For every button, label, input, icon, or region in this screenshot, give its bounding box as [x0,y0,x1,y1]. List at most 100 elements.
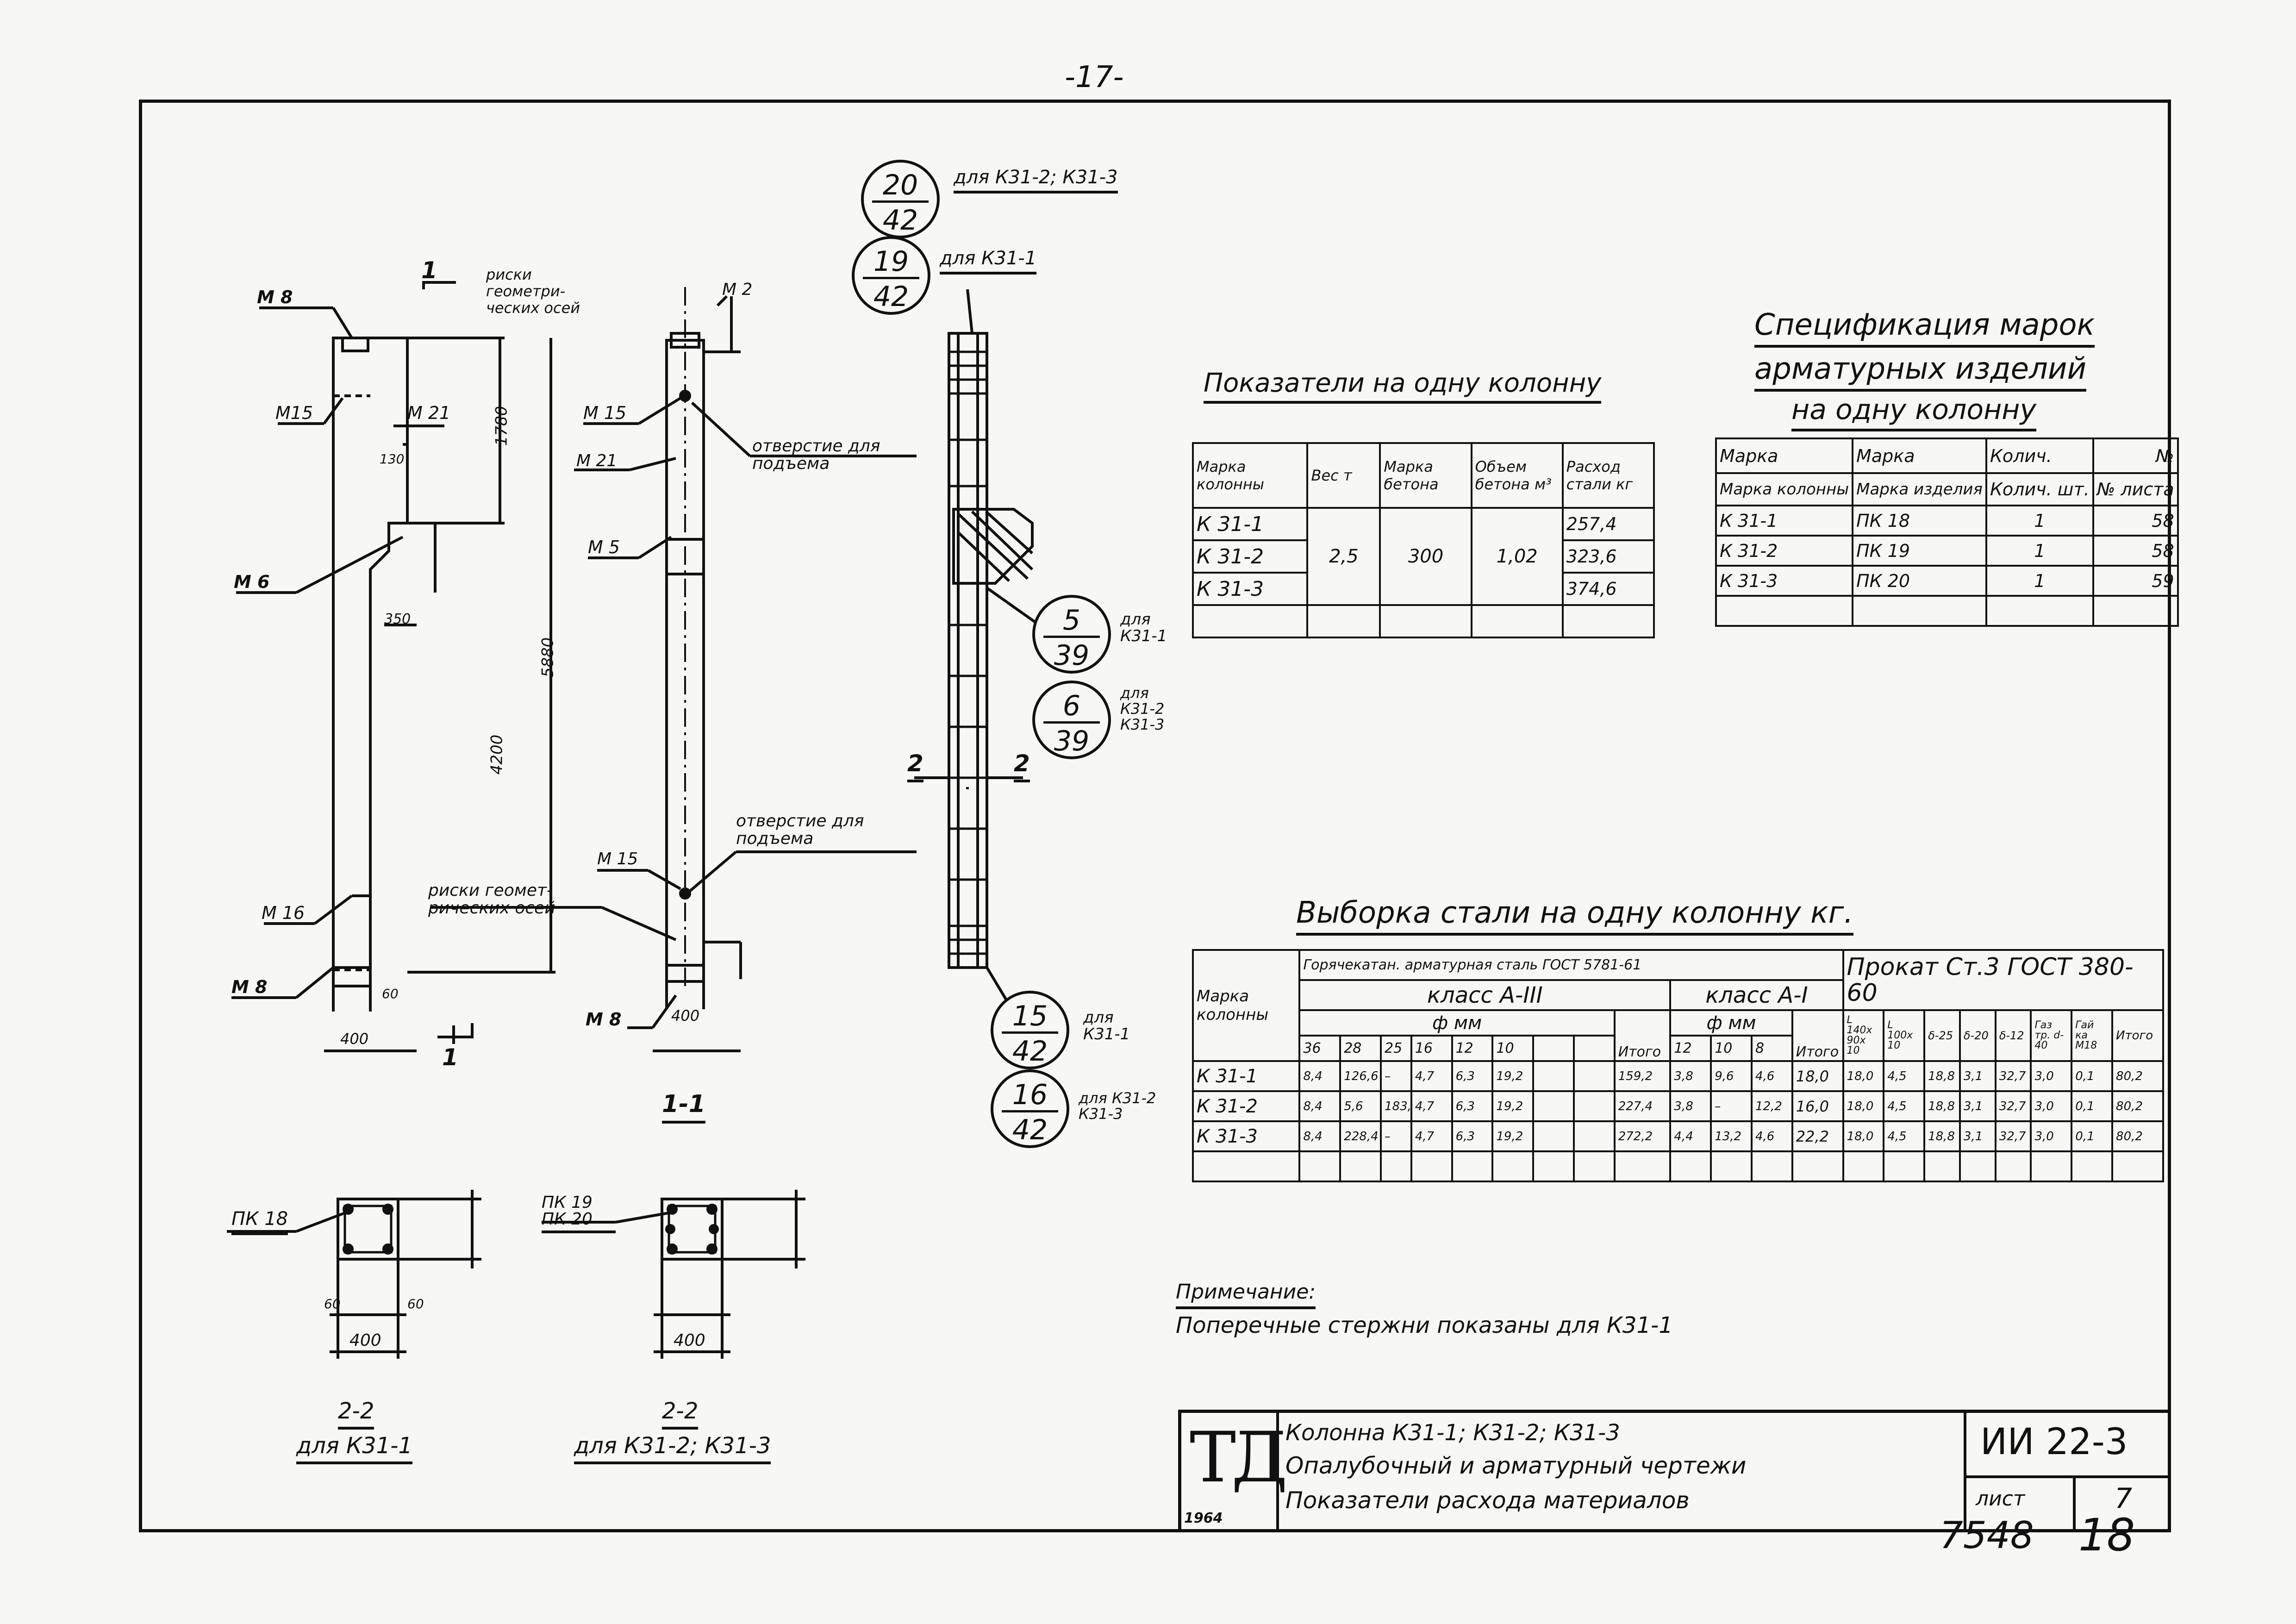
steel-header-a1: класс А-I [1669,979,1844,1011]
label-hole-top: отверстие для подъема [752,437,880,473]
stamp-sheet-no: 7 [2115,1482,2133,1515]
label-m21: М 21 [407,403,451,423]
steel-cell: 32,7 [1994,1090,2032,1122]
steel-cell: 18,0 [1842,1120,1885,1152]
steel-cell: 18,0 [1842,1090,1885,1122]
steel-cell: 183,2 [1379,1090,1412,1122]
sheet-page-number: 18 [2078,1509,2135,1561]
table-row: К 31-3 ПК 20 1 59 [1715,565,2179,597]
stamp-line-2: Опалубочный и арматурный чертежи [1285,1452,1747,1479]
ind-header-volume: Объем бетона м³ [1470,442,1564,509]
dim-400-s: 400 [671,1007,700,1024]
ind-cell: К 31-1 [1192,507,1309,541]
steel-cell [1532,1120,1575,1152]
page-number: -17- [1065,60,1124,94]
spec-header-sheet-top: № [2092,437,2179,474]
steel-header-a1-total-top: Итого [1791,1009,1844,1062]
steel-rolled-col: δ-12 [1994,1009,2032,1062]
dim-400-elev: 400 [340,1030,369,1048]
steel-diam [1532,1035,1575,1062]
spec-cell: К 31-3 [1715,565,1854,597]
ind-header-weight: Вес т [1306,442,1381,509]
table-row: К 31-1 ПК 18 1 58 [1715,505,2179,537]
steel-rolled-col: L 140x 90x 10 [1842,1009,1885,1062]
spec-cell: 58 [2092,505,2179,537]
steel-cell: – [1379,1060,1412,1092]
spec-cell: 1 [1985,505,2094,537]
ind-cell: К 31-3 [1192,572,1309,606]
label-m5: М 5 [588,537,620,557]
steel-rolled-col: Итого [2111,1009,2164,1062]
spec-title-3: на одну колонну [1791,394,2037,431]
ind-cell: 300 [1379,507,1472,606]
spec-cell: ПК 19 [1852,535,1987,567]
dim-130: 130 [380,451,405,467]
spec-header-qty: Колич. шт. [1985,472,2094,506]
steel-diam: 36 [1298,1035,1341,1062]
ind-cell: 323,6 [1561,539,1655,574]
section-subtitle-2-2-b: для К31-2; К31-3 [574,1433,771,1464]
label-pk18: ПК 18 [231,1208,288,1235]
steel-cell [1572,1090,1616,1122]
table-row: К 31-2 ПК 19 1 58 [1715,535,2179,567]
section-mark-2-right: 2 [1014,750,1030,782]
steel-cell [1532,1060,1575,1092]
steel-cell: 4,7 [1410,1120,1453,1152]
spec-header-item-top: Марка [1852,437,1987,474]
stamp-sheet-label: лист [1976,1487,2025,1511]
section-title-1-1: 1-1 [662,1090,705,1124]
callout-label-20: для К31-2; К31-3 [954,167,1118,194]
steel-cell: 18,0 [1842,1060,1885,1092]
steel-rolled-col: δ-25 [1923,1009,1961,1062]
steel-header-rolled: Прокат Ст.3 ГОСТ 380-60 [1842,949,2165,1011]
label-m8-s: М 8 [586,1009,622,1030]
steel-cell: 3,1 [1959,1060,1997,1092]
steel-cell: 4,7 [1410,1060,1453,1092]
steel-diam: 16 [1410,1035,1453,1062]
steel-diam: 12 [1669,1035,1712,1062]
steel-table: Марка колонны Горячекатан. арматурная ст… [1192,949,2165,1182]
dim-1780: 1780 [492,406,511,446]
section-mark-1-top: 1 [421,257,437,284]
steel-cell [1572,1120,1616,1152]
steel-cell: 6,3 [1451,1060,1494,1092]
callout-label-15: для К31-1 [1083,1008,1130,1043]
spec-title-1: Спецификация марок [1754,308,2095,348]
stamp-code: ИИ 22-3 [1980,1421,2128,1463]
label-m15-low: М 15 [597,849,638,868]
steel-header-phi-a1: ф мм [1669,1009,1793,1037]
steel-header-mark: Марка колонны [1192,949,1301,1062]
label-m15-s: М 15 [583,403,627,423]
stamp-right: ИИ 22-3 лист 7 [1964,1413,2171,1529]
steel-header-a3: класс А-III [1298,979,1672,1011]
steel-cell: 22,2 [1791,1120,1844,1152]
dim-400-2a: 400 [349,1331,381,1350]
label-m16: М 16 [262,903,305,923]
steel-cell: 4,5 [1883,1090,1926,1122]
steel-cell: К 31-2 [1192,1090,1301,1122]
steel-cell: 4,5 [1883,1120,1926,1152]
steel-cell [1572,1060,1616,1092]
steel-header-phi-a3: ф мм [1298,1009,1616,1037]
steel-cell: 9,6 [1710,1060,1753,1092]
steel-cell: К 31-3 [1192,1120,1301,1152]
spec-header-mark: Марка колонны [1715,472,1854,506]
spec-header-sheet: № листа [2092,472,2179,506]
steel-cell: 4,6 [1750,1120,1793,1152]
steel-cell: 18,0 [1791,1060,1844,1092]
steel-cell: 32,7 [1994,1060,2032,1092]
steel-rolled-col: L 100x 10 [1883,1009,1926,1062]
callout-label-6: для К31-2 К31-3 [1120,684,1165,733]
steel-cell: 3,1 [1959,1090,1997,1122]
steel-diam: 28 [1339,1035,1382,1062]
stamp-line-3: Показатели расхода материалов [1285,1487,1690,1514]
spec-header-qty-top: Колич. [1985,437,2094,474]
